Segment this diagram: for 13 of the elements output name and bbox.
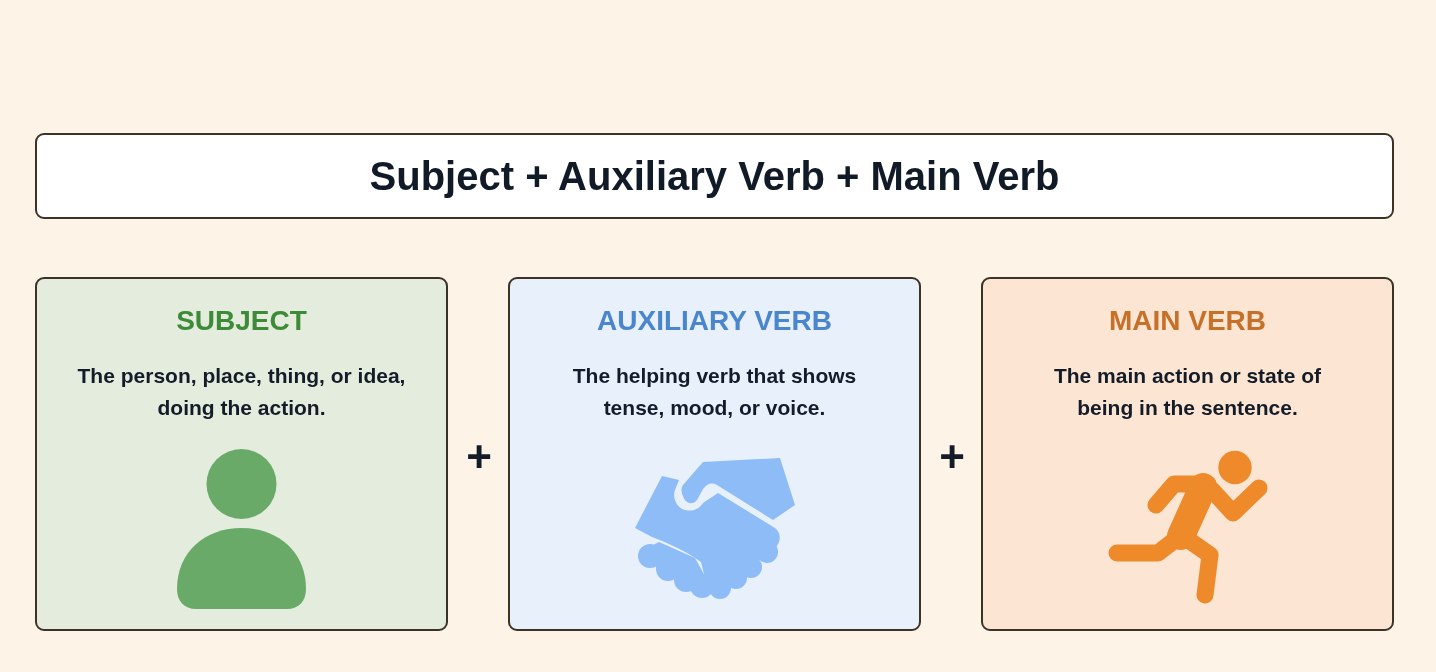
title-box — [35, 133, 1394, 219]
category-card — [508, 277, 921, 631]
category-card — [35, 277, 448, 631]
title-text: Subject + Auxiliary Verb + Main Verb — [369, 153, 1060, 199]
card-heading: AUXILIARY VERB — [597, 304, 832, 338]
card-heading: MAIN VERB — [1108, 304, 1267, 338]
plus-sign: + — [466, 435, 492, 479]
plus-sign: + — [939, 435, 965, 479]
card-description: The main action or state of being in the sentence. — [1052, 363, 1323, 421]
category-card — [981, 277, 1394, 631]
card-description: The person, place, thing, or idea, doing the action. — [76, 363, 407, 421]
card-heading: SUBJECT — [176, 304, 307, 338]
card-description: The helping verb that shows tense, mood, or voice. — [571, 363, 858, 421]
